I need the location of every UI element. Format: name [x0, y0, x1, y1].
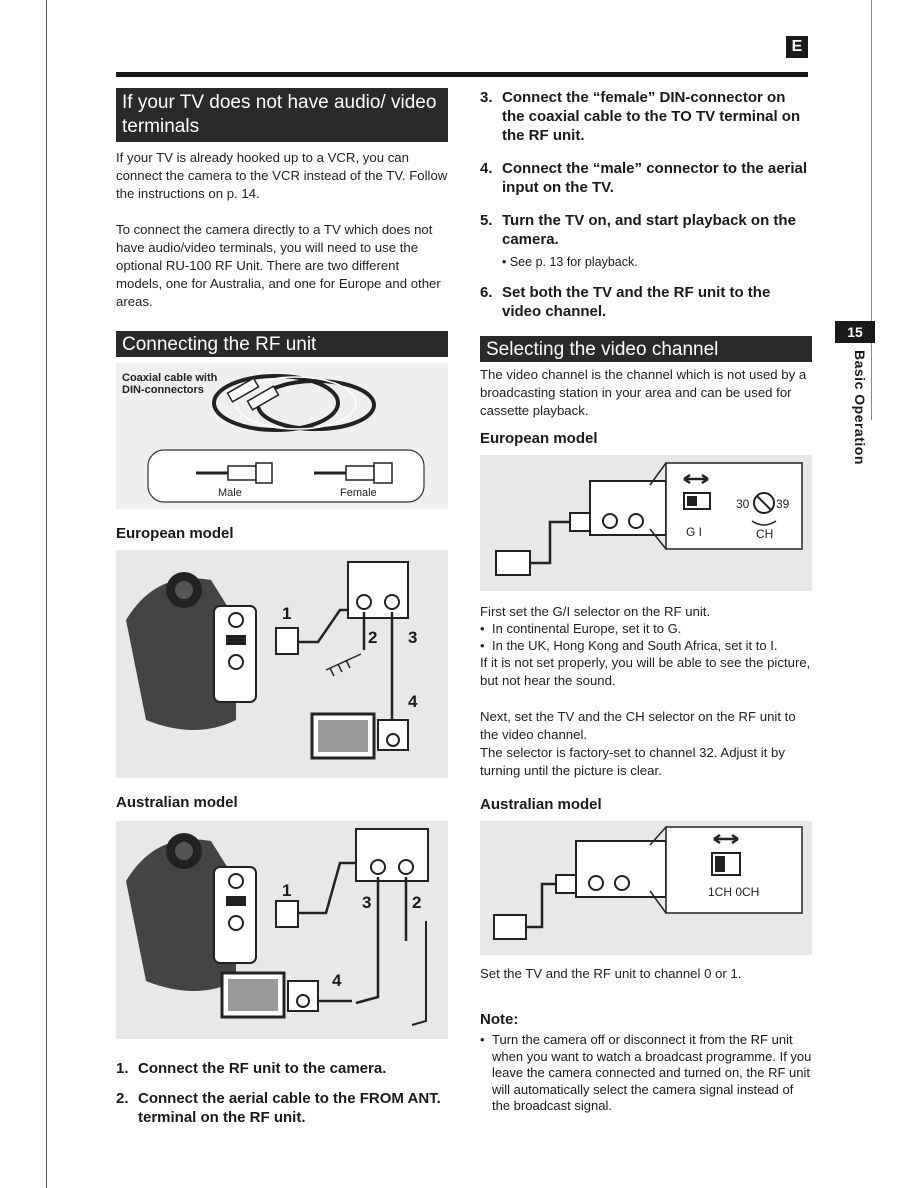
- european-model-heading-right: European model: [480, 430, 598, 447]
- au-selector-figure: 1CH 0CH: [480, 821, 812, 955]
- right-steps-list: 3. Connect the “female” DIN-connector on…: [480, 88, 812, 321]
- gi-selector-label: G I: [686, 525, 703, 539]
- figure-number-1: 1: [282, 604, 292, 623]
- side-rule: [871, 0, 872, 420]
- paragraph-factory-set: The selector is factory-set to channel 3…: [480, 745, 785, 778]
- european-connection-diagram: [116, 550, 448, 778]
- step-text: Turn the TV on, and start playback on th…: [502, 212, 796, 248]
- note-item: Turn the camera off or disconnect it fro…: [480, 1032, 812, 1115]
- step-text: Connect the RF unit to the camera.: [138, 1060, 387, 1077]
- australian-model-heading-left: Australian model: [116, 794, 238, 811]
- figure-number-2-au: 2: [412, 893, 422, 912]
- right-column: 3. Connect the “female” DIN-connector on…: [480, 88, 812, 1115]
- section-side-label: Basic Operation: [852, 350, 868, 465]
- step-text: Connect the “male” connector to the aeri…: [502, 160, 808, 196]
- paragraph-au-channel: Set the TV and the RF unit to channel 0 …: [480, 966, 742, 981]
- au-channel-label: 1CH 0CH: [708, 885, 760, 899]
- eu-selector-diagram: [480, 455, 812, 591]
- female-connector-label: Female: [340, 487, 377, 499]
- step-text: Set both the TV and the RF unit to the v…: [502, 284, 771, 320]
- left-steps-list: 1. Connect the RF unit to the camera. 2.…: [116, 1059, 448, 1127]
- step-text-block: Turn the TV on, and start playback on th…: [502, 211, 812, 272]
- figure-number-4-au: 4: [332, 971, 342, 990]
- figure-number-1-au: 1: [282, 881, 292, 900]
- paragraph-gi-selector: First set the G/I selector on the RF uni…: [480, 604, 711, 619]
- dial-high-label: 39: [776, 497, 790, 511]
- figure-number-4: 4: [408, 692, 418, 711]
- step-item: 1. Connect the RF unit to the camera.: [116, 1059, 448, 1078]
- step-item: 6. Set both the TV and the RF unit to th…: [480, 283, 812, 321]
- step-number: 1.: [116, 1060, 129, 1077]
- paragraph-ch-selector: Next, set the TV and the CH selector on …: [480, 709, 796, 742]
- header-bar: [116, 72, 808, 77]
- cable-figure: Coaxial cable with DIN-connectors Male F…: [116, 363, 448, 509]
- european-connection-figure: 1 2 3 4: [116, 550, 448, 778]
- page-number-tab: 15: [835, 321, 875, 343]
- coaxial-cable-illustration: [147, 374, 425, 503]
- paragraph-rf-unit: To connect the camera directly to a TV w…: [116, 222, 441, 309]
- australian-model-heading-right: Australian model: [480, 796, 602, 813]
- left-column: If your TV does not have audio/ video te…: [116, 88, 448, 1138]
- gi-bullets: In continental Europe, set it to G. In t…: [480, 621, 812, 654]
- step-item: 4. Connect the “male” connector to the a…: [480, 159, 812, 197]
- section-title-video-channel: Selecting the video channel: [480, 336, 812, 362]
- european-model-heading-left: European model: [116, 525, 234, 542]
- section-title-connecting-rf: Connecting the RF unit: [116, 331, 448, 357]
- cable-caption: Coaxial cable with DIN-connectors: [122, 372, 218, 396]
- figure-number-2: 2: [368, 628, 378, 647]
- ch-selector-label: CH: [756, 527, 774, 541]
- note-list: Turn the camera off or disconnect it fro…: [480, 1032, 812, 1115]
- step-text: Connect the “female” DIN-connector on th…: [502, 89, 801, 144]
- step-number: 3.: [480, 89, 493, 106]
- gi-bullet: In continental Europe, set it to G.: [480, 621, 812, 638]
- eu-selector-figure: 30 39 G I CH: [480, 455, 812, 591]
- paragraph-vcr: If your TV is already hooked up to a VCR…: [116, 150, 448, 201]
- page-edge-rule: [46, 0, 47, 1188]
- step-number: 6.: [480, 284, 493, 301]
- section-title-no-av: If your TV does not have audio/ video te…: [116, 88, 448, 142]
- paragraph-gi-warning: If it is not set properly, you will be a…: [480, 655, 811, 688]
- step-number: 2.: [116, 1090, 129, 1107]
- paragraph-video-channel: The video channel is the channel which i…: [480, 367, 807, 418]
- au-selector-diagram: [480, 821, 812, 955]
- step-item: 5. Turn the TV on, and start playback on…: [480, 211, 812, 272]
- step-subnote: • See p. 13 for playback.: [502, 255, 638, 269]
- figure-number-3-au: 3: [362, 893, 372, 912]
- australian-connection-figure: 1 3 2 4: [116, 821, 448, 1039]
- step-number: 4.: [480, 160, 493, 177]
- dial-low-label: 30: [736, 497, 750, 511]
- figure-number-3: 3: [408, 628, 418, 647]
- step-item: 3. Connect the “female” DIN-connector on…: [480, 88, 812, 145]
- step-number: 5.: [480, 212, 493, 229]
- step-item: 2. Connect the aerial cable to the FROM …: [116, 1089, 448, 1127]
- australian-connection-diagram: [116, 821, 448, 1039]
- gi-bullet: In the UK, Hong Kong and South Africa, s…: [480, 638, 812, 655]
- step-text: Connect the aerial cable to the FROM ANT…: [138, 1090, 441, 1126]
- note-heading: Note:: [480, 1011, 519, 1028]
- language-badge: E: [786, 36, 808, 58]
- male-connector-label: Male: [218, 487, 242, 499]
